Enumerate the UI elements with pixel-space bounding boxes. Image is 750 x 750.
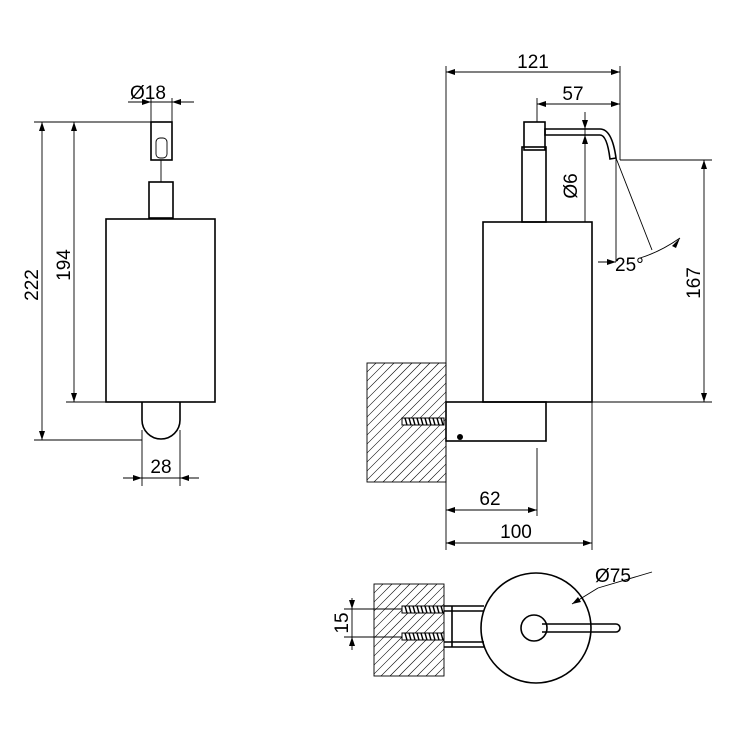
dim-screw-spacing: 15 — [332, 612, 353, 633]
side-body — [482, 221, 593, 403]
front-pump-head — [150, 121, 173, 161]
side-wall-section — [366, 362, 447, 483]
front-body — [105, 218, 216, 403]
dim-base-width: 28 — [150, 457, 171, 478]
dim-bracket-depth: 62 — [479, 489, 500, 510]
dim-pump-diameter: Ø18 — [130, 83, 166, 104]
dim-wall-to-front: 100 — [500, 522, 532, 543]
front-view: Ø18 222 194 28 — [22, 83, 216, 486]
top-view: 15 Ø75 — [332, 566, 653, 684]
dim-body-diameter: Ø75 — [595, 566, 631, 587]
dim-mount-height: 167 — [684, 267, 705, 299]
side-spout — [544, 128, 617, 160]
top-wall-section — [373, 583, 445, 677]
side-view: 121 57 Ø6 25° 167 62 — [366, 52, 712, 550]
dim-body-height: 194 — [54, 249, 75, 281]
dim-spout-reach: 57 — [562, 84, 583, 105]
side-pump-head — [523, 121, 546, 151]
front-pump-stem — [148, 181, 174, 219]
dim-spout-diameter: Ø6 — [561, 173, 582, 198]
top-body-circle — [480, 572, 592, 684]
top-spout — [542, 623, 621, 633]
dim-total-depth: 121 — [517, 52, 549, 73]
dim-spout-angle: 25° — [615, 255, 644, 276]
dim-overall-height: 222 — [22, 269, 43, 301]
side-pump-stem — [521, 146, 547, 223]
front-pump-nozzle — [155, 137, 168, 159]
top-pump-circle — [520, 614, 548, 642]
front-base-knob — [141, 402, 181, 440]
